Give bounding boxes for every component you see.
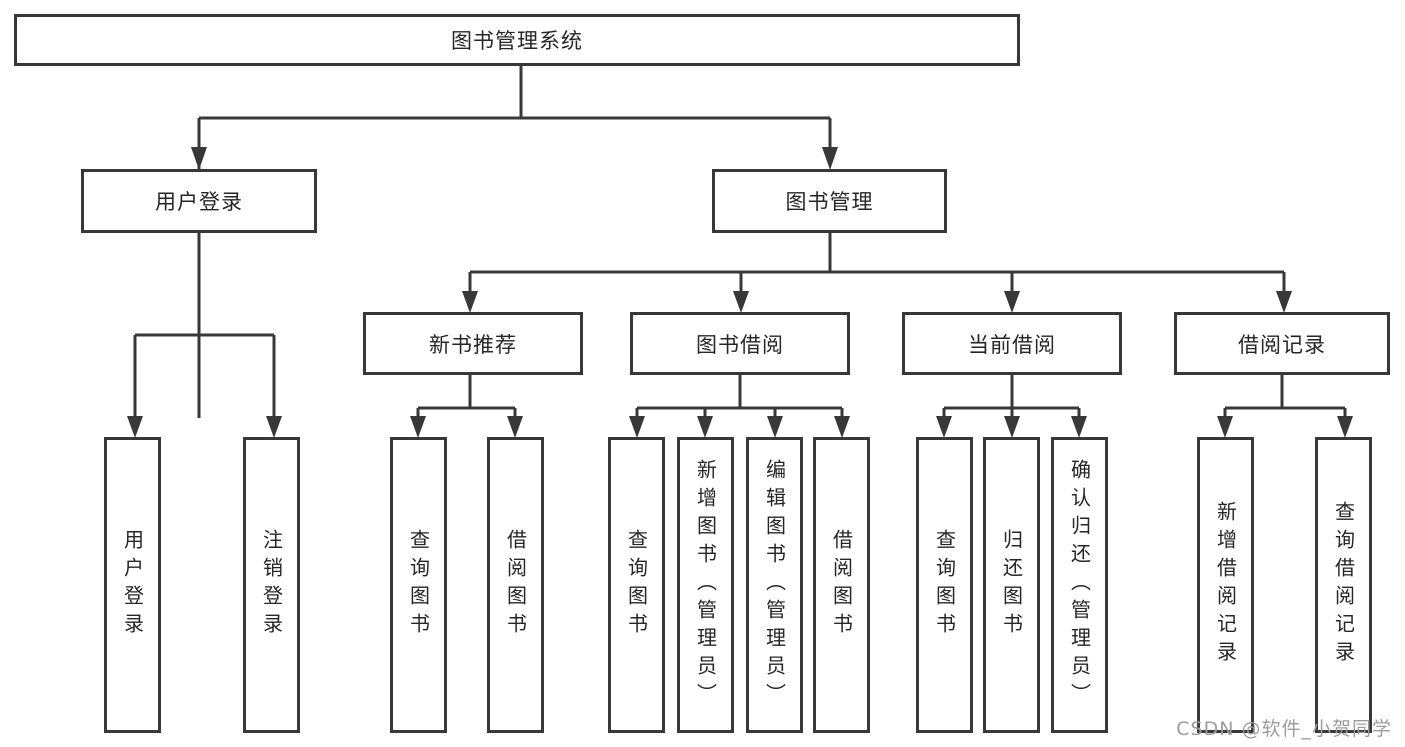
node-label: 新增借阅记录	[1213, 501, 1238, 669]
node-label: 查询图书	[406, 529, 431, 641]
node-borrow-records: 借阅记录	[1174, 312, 1390, 375]
csdn-watermark: CSDN @软件_小贺同学	[1176, 718, 1392, 740]
node-current-borrow: 当前借阅	[902, 312, 1122, 375]
node-leaf-query-books-borrow: 查询图书	[608, 437, 665, 733]
node-system-root: 图书管理系统	[14, 14, 1020, 66]
node-leaf-confirm-return-admin: 确认归还（管理员）	[1051, 437, 1108, 733]
node-leaf-add-books-admin: 新增图书（管理员）	[677, 437, 734, 733]
node-new-book-recommend: 新书推荐	[363, 312, 583, 375]
node-leaf-query-books-current: 查询图书	[916, 437, 973, 733]
node-leaf-add-borrow-record: 新增借阅记录	[1197, 437, 1254, 733]
node-label: 查询借阅记录	[1331, 501, 1356, 669]
node-book-borrow: 图书借阅	[630, 312, 850, 375]
node-leaf-query-borrow-record: 查询借阅记录	[1315, 437, 1372, 733]
node-leaf-edit-books-admin: 编辑图书（管理员）	[746, 437, 803, 733]
node-label: 用户登录	[120, 529, 145, 641]
node-label: 当前借阅	[968, 332, 1056, 357]
node-label: 借阅记录	[1238, 332, 1326, 357]
node-label: 借阅图书	[829, 529, 854, 641]
node-label: 用户登录	[155, 190, 243, 214]
node-user-login: 用户登录	[81, 169, 317, 233]
node-label: 查询图书	[624, 529, 649, 641]
node-label: 图书管理	[785, 190, 874, 214]
node-label: 图书管理系统	[451, 29, 583, 53]
node-label: 注销登录	[259, 529, 284, 641]
node-label: 查询图书	[932, 529, 957, 641]
node-label: 新书推荐	[429, 332, 517, 357]
node-leaf-query-books-recommend: 查询图书	[390, 437, 447, 733]
node-leaf-logout: 注销登录	[243, 437, 300, 733]
node-label: 归还图书	[999, 529, 1024, 641]
node-label: 新增图书（管理员）	[693, 459, 718, 711]
node-leaf-borrow-books: 借阅图书	[813, 437, 870, 733]
node-label: 确认归还（管理员）	[1067, 459, 1092, 711]
node-label: 借阅图书	[503, 529, 528, 641]
node-leaf-borrow-books-recommend: 借阅图书	[487, 437, 544, 733]
arrowheads	[127, 147, 1353, 438]
node-label: 图书借阅	[696, 332, 784, 357]
node-book-management: 图书管理	[712, 169, 947, 233]
node-leaf-user-login: 用户登录	[104, 437, 161, 733]
node-leaf-return-books: 归还图书	[983, 437, 1040, 733]
node-label: 编辑图书（管理员）	[762, 459, 787, 711]
